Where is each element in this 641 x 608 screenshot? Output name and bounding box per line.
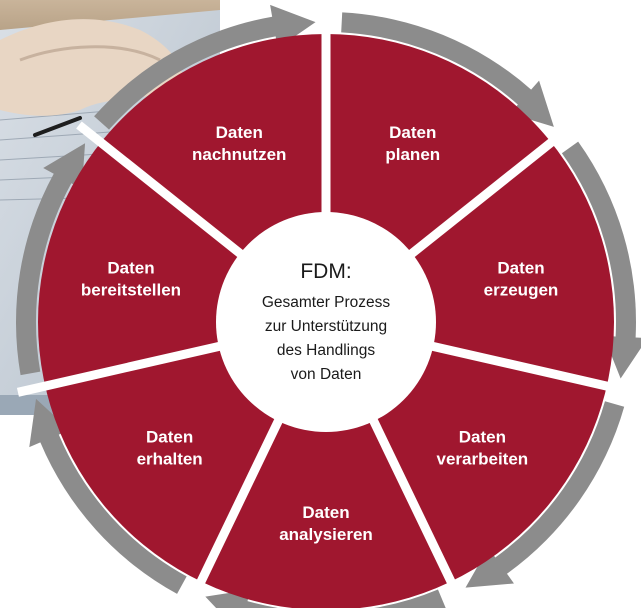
cycle-arrow [205,589,446,608]
center-line-1: Gesamter Prozess [262,294,391,311]
cycle-arrow [15,143,86,376]
center-line-2: zur Unterstützung [265,318,387,335]
segment-separator [422,339,636,397]
segment-separator [76,121,251,264]
center-hub: FDM: Gesamter Prozess zur Unterstützung … [216,212,436,432]
cycle-arrow-ring [15,4,641,608]
center-line-3: des Handlings [277,342,375,359]
center-circle [216,212,436,432]
segment-separator [401,121,576,264]
cycle-arrow [94,4,316,130]
segment-separator [365,410,468,608]
cycle-arrow [465,401,625,588]
center-line-4: von Daten [291,366,362,383]
cycle-arrow [29,398,187,594]
center-title: FDM: [300,260,351,283]
segment-separators [16,6,636,608]
cycle-arrow [561,141,641,379]
cycle-arrow [341,12,554,127]
segment-separator [16,339,230,397]
segment-separator [184,410,287,608]
